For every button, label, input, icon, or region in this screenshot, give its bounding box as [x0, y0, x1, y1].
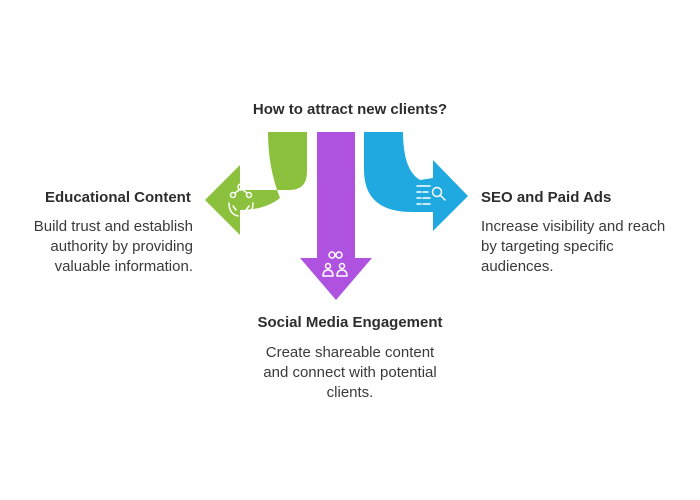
educational-content-heading: Educational Content	[45, 189, 191, 206]
arrow-seo-paid-ads	[364, 132, 468, 231]
search-list-icon	[416, 185, 446, 205]
social-network-icon	[322, 251, 348, 277]
teaching-icon	[228, 183, 254, 217]
educational-content-description: Build trust and establish authority by p…	[33, 218, 193, 275]
arrow-social-media-engagement	[300, 132, 372, 300]
diagram-title: How to attract new clients?	[252, 101, 448, 118]
arrow-educational-content	[205, 132, 307, 235]
social-media-engagement-description: Create shareable content and connect wit…	[263, 344, 437, 401]
social-media-engagement-heading: Social Media Engagement	[257, 314, 443, 331]
seo-paid-ads-description: Increase visibility and reach by targeti…	[481, 218, 666, 275]
seo-paid-ads-heading: SEO and Paid Ads	[481, 189, 612, 206]
